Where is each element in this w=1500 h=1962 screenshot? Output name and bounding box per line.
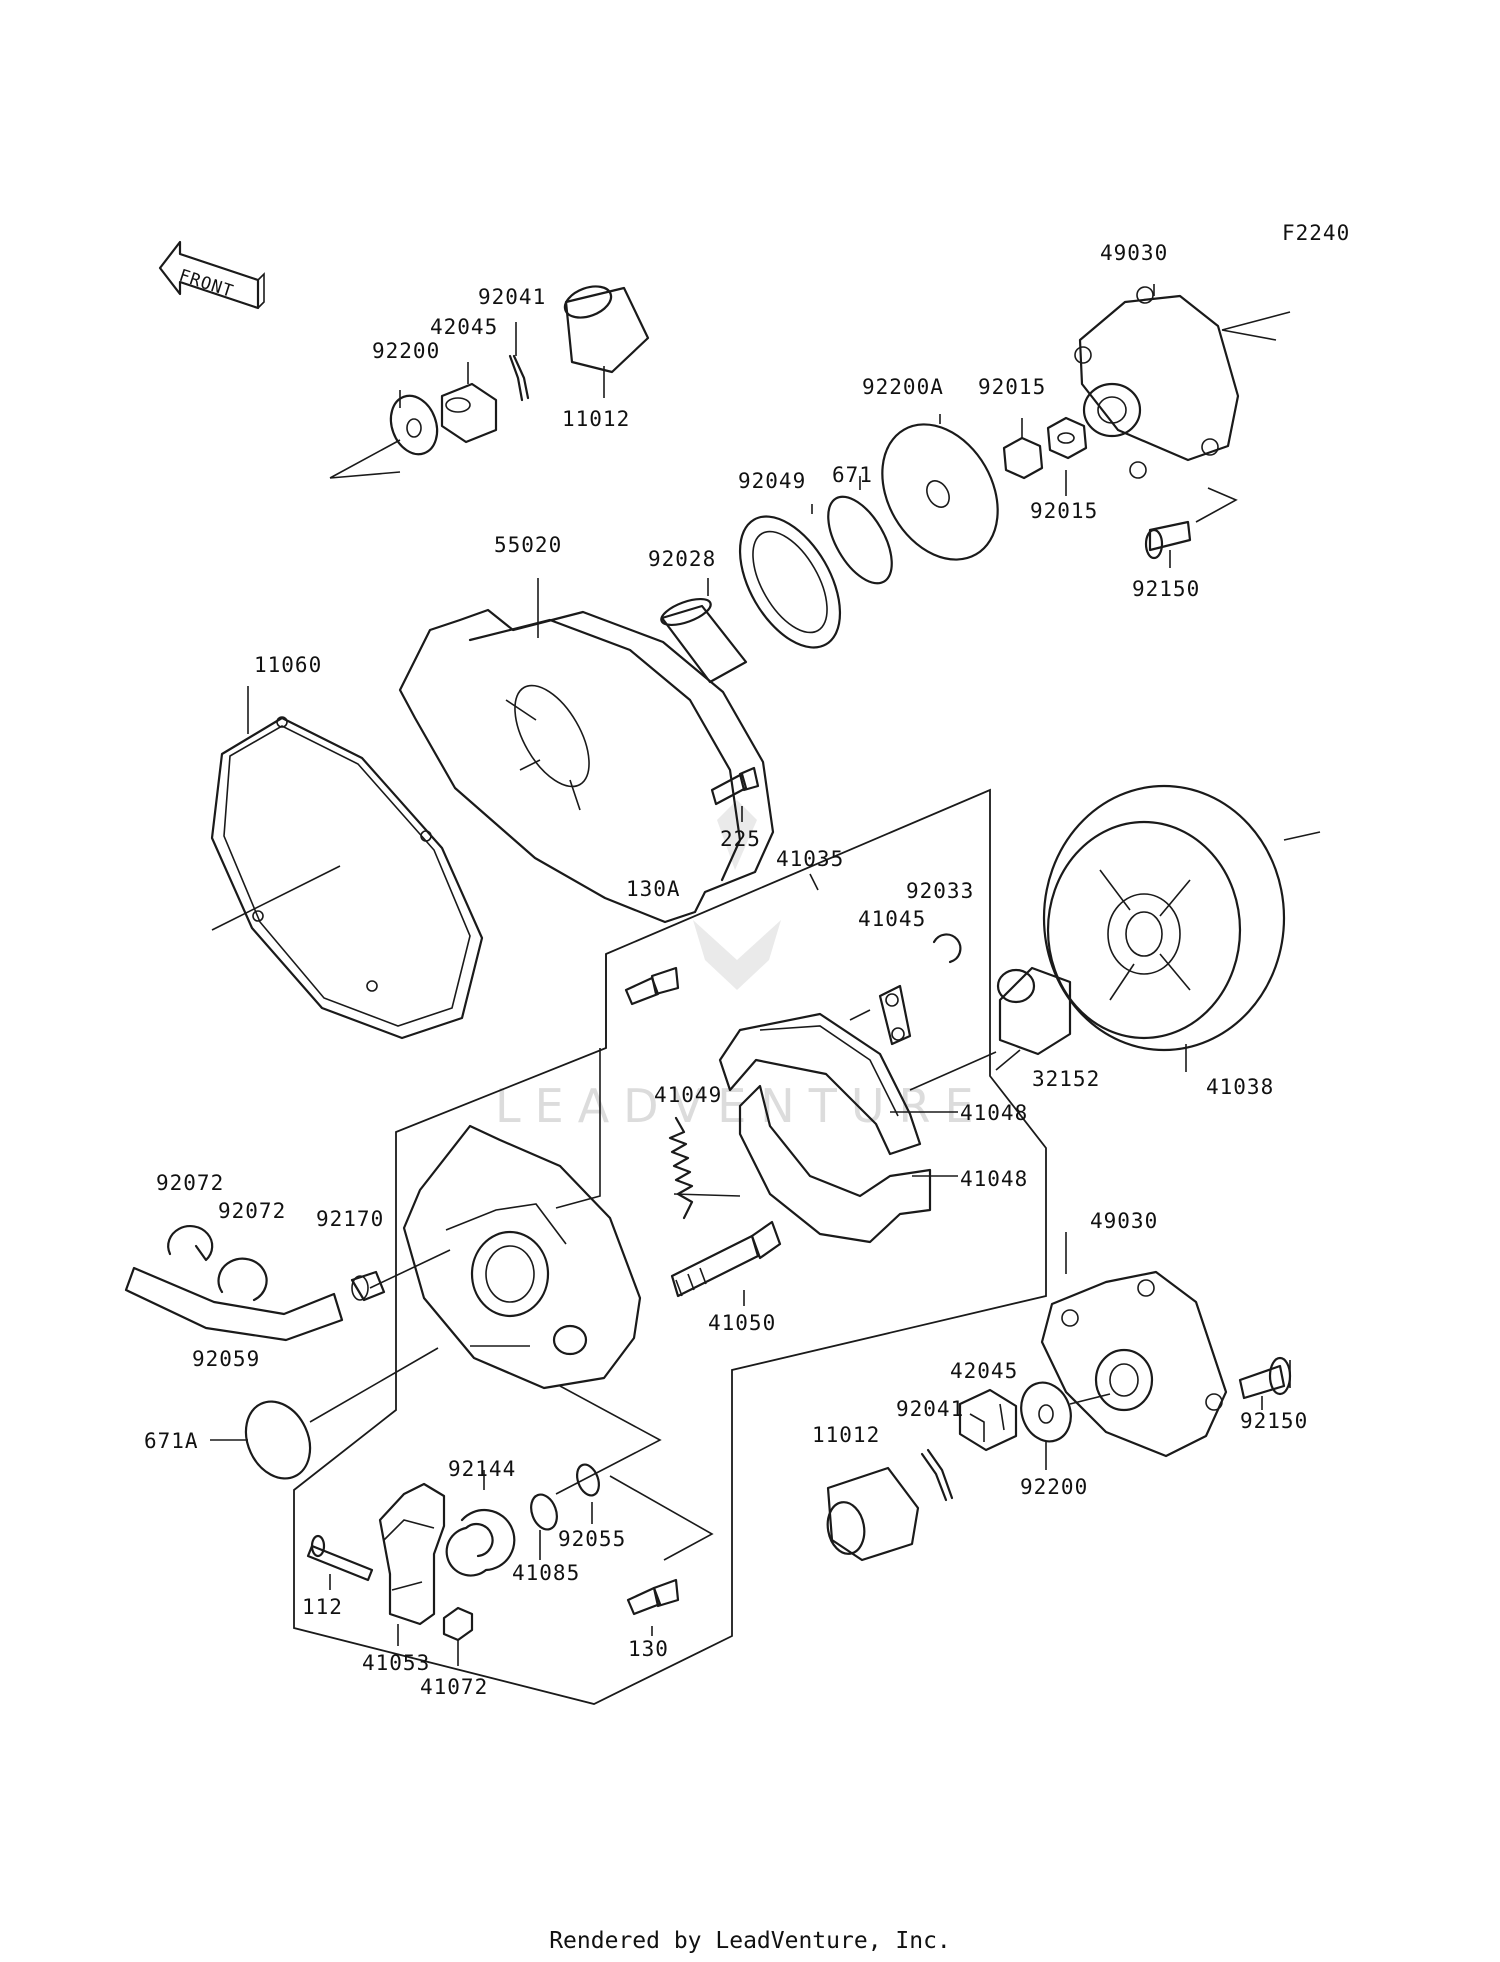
label-112: 112 (302, 1595, 343, 1619)
label-225: 225 (720, 827, 761, 851)
label-11060: 11060 (254, 653, 322, 677)
front-arrow-icon: FRONT (158, 240, 265, 310)
label-41035: 41035 (776, 847, 844, 871)
part-41072-nut[interactable] (442, 1606, 474, 1642)
label-92200A: 92200A (862, 375, 944, 399)
footer-credit: Rendered by LeadVenture, Inc. (549, 1928, 951, 1954)
part-112-bolt[interactable] (306, 1534, 374, 1582)
part-225-bolt[interactable] (710, 766, 760, 806)
part-92041-cotter-bottom[interactable] (920, 1448, 954, 1502)
label-92015-b: 92015 (1030, 499, 1098, 523)
label-130: 130 (628, 1637, 669, 1661)
part-41048-shoe-lower[interactable] (738, 1084, 932, 1244)
part-92028-collar[interactable] (658, 594, 748, 684)
part-92200-washer-bottom[interactable] (1013, 1376, 1079, 1449)
label-41048-b: 41048 (960, 1167, 1028, 1191)
part-671-oring[interactable] (815, 486, 905, 593)
part-130A-bolt[interactable] (624, 966, 680, 1006)
part-41053-lever[interactable] (378, 1482, 446, 1626)
part-32152-bearing[interactable] (996, 966, 1072, 1056)
label-41050: 41050 (708, 1311, 776, 1335)
label-92170: 92170 (316, 1207, 384, 1231)
part-55020-brake-panel-cover[interactable] (398, 608, 775, 924)
label-32152: 32152 (1032, 1067, 1100, 1091)
part-92033-clip[interactable] (932, 933, 962, 964)
part-92200A-washer[interactable] (859, 404, 1021, 581)
label-41085: 41085 (512, 1561, 580, 1585)
label-49030-top: 49030 (1100, 241, 1168, 265)
label-671: 671 (832, 463, 873, 487)
part-92072-clamp-b[interactable] (217, 1257, 268, 1302)
label-92015-a: 92015 (978, 375, 1046, 399)
label-92059: 92059 (192, 1347, 260, 1371)
label-41072: 41072 (420, 1675, 488, 1699)
part-brake-panel[interactable] (402, 1124, 642, 1390)
label-92041-top: 92041 (478, 285, 546, 309)
part-41045-link[interactable] (878, 984, 912, 1046)
group-41035-frame (293, 788, 1047, 1705)
label-92049: 92049 (738, 469, 806, 493)
label-92072-a: 92072 (156, 1171, 224, 1195)
part-130-bolt[interactable] (626, 1578, 680, 1616)
part-92059-hose[interactable] (124, 1266, 344, 1342)
label-49030-bottom: 49030 (1090, 1209, 1158, 1233)
part-11060-gasket[interactable] (210, 716, 484, 1040)
label-55020: 55020 (494, 533, 562, 557)
label-11012-bottom: 11012 (812, 1423, 880, 1447)
part-49030-hub-top[interactable] (1074, 286, 1240, 479)
label-92200-bottom: 92200 (1020, 1475, 1088, 1499)
part-92144-spring[interactable] (445, 1509, 516, 1577)
label-41048-a: 41048 (960, 1101, 1028, 1125)
part-42045-nut-top[interactable] (440, 382, 498, 444)
part-11012-cap-top[interactable] (561, 281, 650, 374)
front-label: FRONT (176, 266, 236, 302)
part-11012-cap-bottom[interactable] (824, 1466, 920, 1562)
part-92150-bolt-bottom[interactable] (1238, 1356, 1292, 1400)
label-41053: 41053 (362, 1651, 430, 1675)
part-92170-clamp[interactable] (350, 1270, 386, 1302)
part-92072-clamp-a[interactable] (167, 1225, 214, 1262)
part-92015-nut-a[interactable] (1002, 436, 1044, 480)
part-92015-nut-b[interactable] (1046, 416, 1088, 460)
part-92055-oring[interactable] (573, 1462, 603, 1499)
label-92033: 92033 (906, 879, 974, 903)
part-42045-nut-bottom[interactable] (958, 1388, 1018, 1452)
label-130A: 130A (626, 877, 681, 901)
part-671A-oring[interactable] (234, 1391, 322, 1489)
label-41049: 41049 (654, 1083, 722, 1107)
part-92049-seal[interactable] (719, 500, 860, 665)
part-92150-bolt-top[interactable] (1144, 520, 1192, 560)
label-42045-bottom: 42045 (950, 1359, 1018, 1383)
label-92150-bottom: 92150 (1240, 1409, 1308, 1433)
part-41050-cam-shaft[interactable] (670, 1220, 782, 1298)
part-41048-shoe-upper[interactable] (718, 1012, 922, 1156)
label-92150-top: 92150 (1132, 577, 1200, 601)
part-41038-brake-drum[interactable] (1042, 784, 1286, 1052)
label-92041-bottom: 92041 (896, 1397, 964, 1421)
label-11012-top: 11012 (562, 407, 630, 431)
label-41045: 41045 (858, 907, 926, 931)
label-92055: 92055 (558, 1527, 626, 1551)
label-42045-top: 42045 (430, 315, 498, 339)
label-671A: 671A (144, 1429, 199, 1453)
label-92028: 92028 (648, 547, 716, 571)
part-41049-spring[interactable] (668, 1116, 694, 1220)
part-92041-cotter-top[interactable] (508, 354, 530, 402)
part-92200-washer-top[interactable] (383, 389, 445, 460)
part-49030-hub-bottom[interactable] (1040, 1270, 1228, 1458)
label-92072-b: 92072 (218, 1199, 286, 1223)
label-92144: 92144 (448, 1457, 516, 1481)
part-41085-washer[interactable] (527, 1491, 562, 1533)
label-41038: 41038 (1206, 1075, 1274, 1099)
diagram-code: F2240 (1282, 221, 1350, 245)
label-92200-top: 92200 (372, 339, 440, 363)
